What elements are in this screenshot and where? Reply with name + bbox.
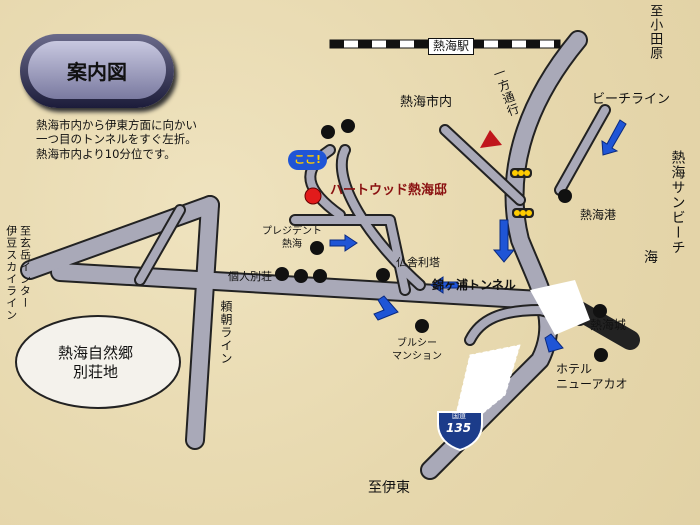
pagoda-road-fill	[337, 146, 424, 289]
traffic-signal-icon	[510, 168, 532, 178]
pagoda-label: 仏舎利塔	[396, 256, 440, 269]
here-badge: ここ!	[288, 150, 328, 170]
yoritomo-road-fill	[187, 197, 218, 448]
landmark-dot	[341, 119, 355, 133]
president-label: プレジデント 熱海	[262, 226, 322, 250]
route-135-shield	[437, 411, 483, 452]
landmark-dot	[310, 241, 324, 255]
branch-road-fill	[136, 206, 184, 284]
directions-line: 一つ目のトンネルをすぐ左折。	[36, 132, 197, 147]
route-135-fill	[422, 32, 586, 478]
arrows	[329, 119, 627, 353]
landmark-dots	[275, 119, 608, 362]
bullsea-label: ブルシー マンション	[392, 338, 442, 362]
beach-line-road-fill	[556, 106, 609, 194]
villa-area-label: 熱海自然郷 別荘地	[58, 344, 134, 381]
directions-line: 熱海市内から伊東方面に向かい	[36, 118, 197, 132]
route-number: 135	[446, 421, 472, 435]
station-label: 熱海駅	[428, 38, 475, 55]
route-label: 国道	[452, 412, 466, 420]
destination-marker	[304, 187, 322, 205]
villa-area-shape	[15, 315, 181, 409]
landmark-dot	[376, 268, 390, 282]
sun-beach-label: 熱海サンビーチ	[669, 150, 686, 255]
tunnel-entrance	[530, 280, 590, 335]
landmark-dot	[321, 125, 335, 139]
odawara-label: 至小田原	[647, 4, 663, 60]
arrow-icon	[430, 276, 459, 294]
directions-line: 熱海市内より10分位です。	[36, 146, 176, 161]
map-title-badge: 案内図	[20, 34, 174, 108]
beach-line-label: ビーチライン	[592, 92, 671, 107]
sea-label: 海	[644, 250, 658, 266]
map-title: 案内図	[28, 41, 166, 99]
arrow-icon	[373, 295, 399, 321]
landmark-dot	[415, 319, 429, 333]
landmark-dot	[558, 189, 572, 203]
port-label: 熱海港	[580, 208, 617, 222]
directions: 熱海市内から伊東方面に向かい 一つ目のトンネルをすぐ左折。 熱海市内より10分位…	[36, 118, 197, 161]
landmark-dot	[594, 348, 608, 362]
skyline-label: 至玄岳インター 伊豆スカイライン	[4, 225, 32, 321]
tunnel-label: 錦ヶ浦トンネル	[432, 278, 516, 292]
landmark-dot	[593, 304, 607, 318]
arrow-icon	[329, 234, 358, 252]
hotel-label: ホテル ニューアカオ	[556, 362, 628, 391]
one-way-marker	[480, 130, 502, 148]
yoritomo-label: 頼朝ライン	[219, 300, 233, 365]
castle-label: 熱海城	[590, 318, 627, 332]
private-villa-label: 個人別荘	[228, 270, 272, 283]
traffic-signal-icon	[512, 208, 534, 218]
arrow-icon	[544, 333, 564, 353]
city-road-fill	[441, 126, 524, 204]
tunnel-loop-road-fill	[466, 306, 584, 344]
arrow-icon	[601, 119, 627, 156]
ito-label: 至伊東	[368, 480, 410, 496]
arrow-icon	[492, 219, 516, 263]
destination-label: ハートウッド熱海邸	[330, 183, 448, 198]
atami-city-label: 熱海市内	[400, 95, 453, 110]
landmark-dot	[275, 267, 289, 281]
landmark-dot	[294, 269, 308, 283]
landmark-dot	[313, 269, 327, 283]
